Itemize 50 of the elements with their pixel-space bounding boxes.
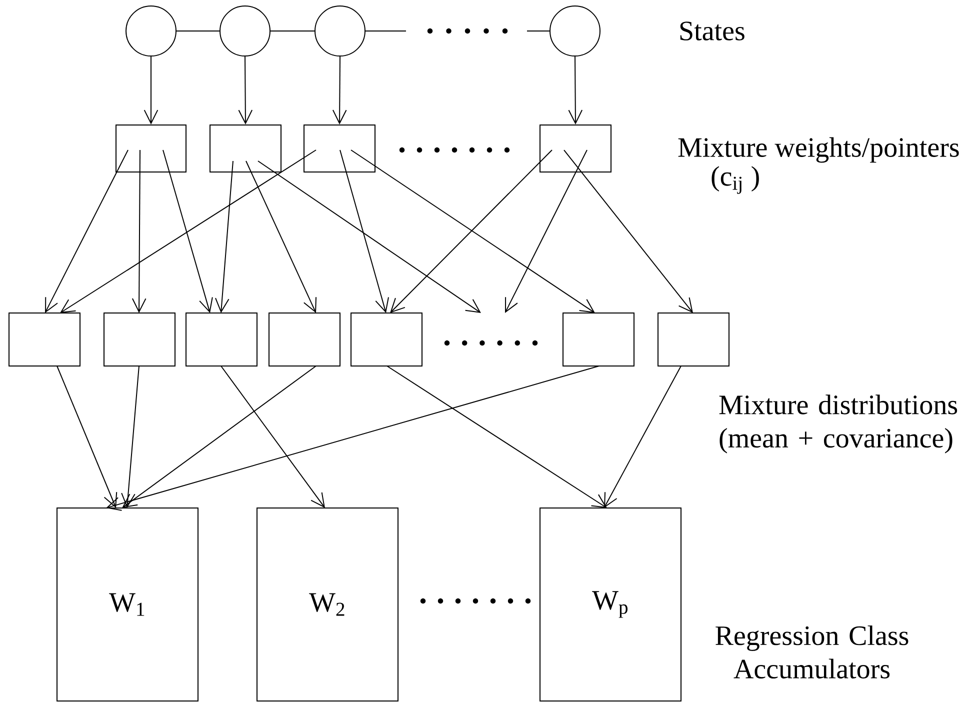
connector-line bbox=[526, 30, 550, 32]
connector-line bbox=[176, 30, 220, 32]
mixture-box bbox=[268, 312, 340, 366]
state-circle bbox=[550, 6, 600, 56]
arrow bbox=[121, 366, 140, 508]
arrow bbox=[56, 366, 118, 508]
side-label: States bbox=[680, 22, 744, 40]
arrow bbox=[45, 150, 128, 313]
mixture-box bbox=[540, 124, 612, 172]
arrow bbox=[106, 366, 600, 511]
arrow bbox=[220, 366, 325, 508]
arrow bbox=[568, 56, 583, 124]
arrow bbox=[246, 160, 317, 313]
side-label: Regression Class Accumulators bbox=[716, 625, 908, 678]
accumulator-box: W$_{p}$ bbox=[540, 508, 682, 702]
arrow bbox=[340, 150, 389, 313]
arrow bbox=[390, 150, 552, 313]
arrow bbox=[332, 56, 347, 124]
arrow bbox=[386, 366, 607, 508]
mixture-box bbox=[562, 312, 634, 366]
mixture-box bbox=[210, 124, 282, 172]
state-circle bbox=[126, 6, 176, 56]
mixture-box bbox=[658, 312, 730, 366]
arrow bbox=[122, 366, 316, 508]
mixture-box bbox=[116, 124, 186, 172]
state-circle bbox=[220, 6, 270, 56]
mixture-box bbox=[8, 312, 80, 366]
arrow bbox=[350, 150, 595, 313]
arrow bbox=[60, 150, 316, 313]
mixture-box bbox=[350, 312, 422, 366]
side-label: Mixture weights/pointers bbox=[678, 137, 959, 163]
state-circle bbox=[314, 6, 366, 56]
arrow bbox=[238, 56, 253, 124]
arrow bbox=[215, 160, 234, 313]
arrow bbox=[132, 150, 146, 313]
arrow bbox=[505, 150, 588, 313]
mixture-box bbox=[186, 312, 258, 366]
arrow bbox=[604, 366, 682, 508]
side-label: Mixture distributions (mean + covariance) bbox=[719, 394, 958, 454]
arrow bbox=[564, 150, 693, 313]
arrow bbox=[162, 150, 213, 313]
accumulator-box: W$_{2}$ bbox=[256, 508, 398, 702]
connector-line bbox=[365, 30, 406, 32]
mixture-box bbox=[104, 312, 176, 366]
mixture-box bbox=[304, 124, 376, 172]
connector-line bbox=[270, 30, 315, 32]
arrow bbox=[258, 160, 481, 313]
side-label: (c$_{ij}$ ) bbox=[712, 166, 759, 194]
arrow bbox=[144, 56, 158, 124]
accumulator-box: W$_{1}$ bbox=[56, 508, 198, 702]
